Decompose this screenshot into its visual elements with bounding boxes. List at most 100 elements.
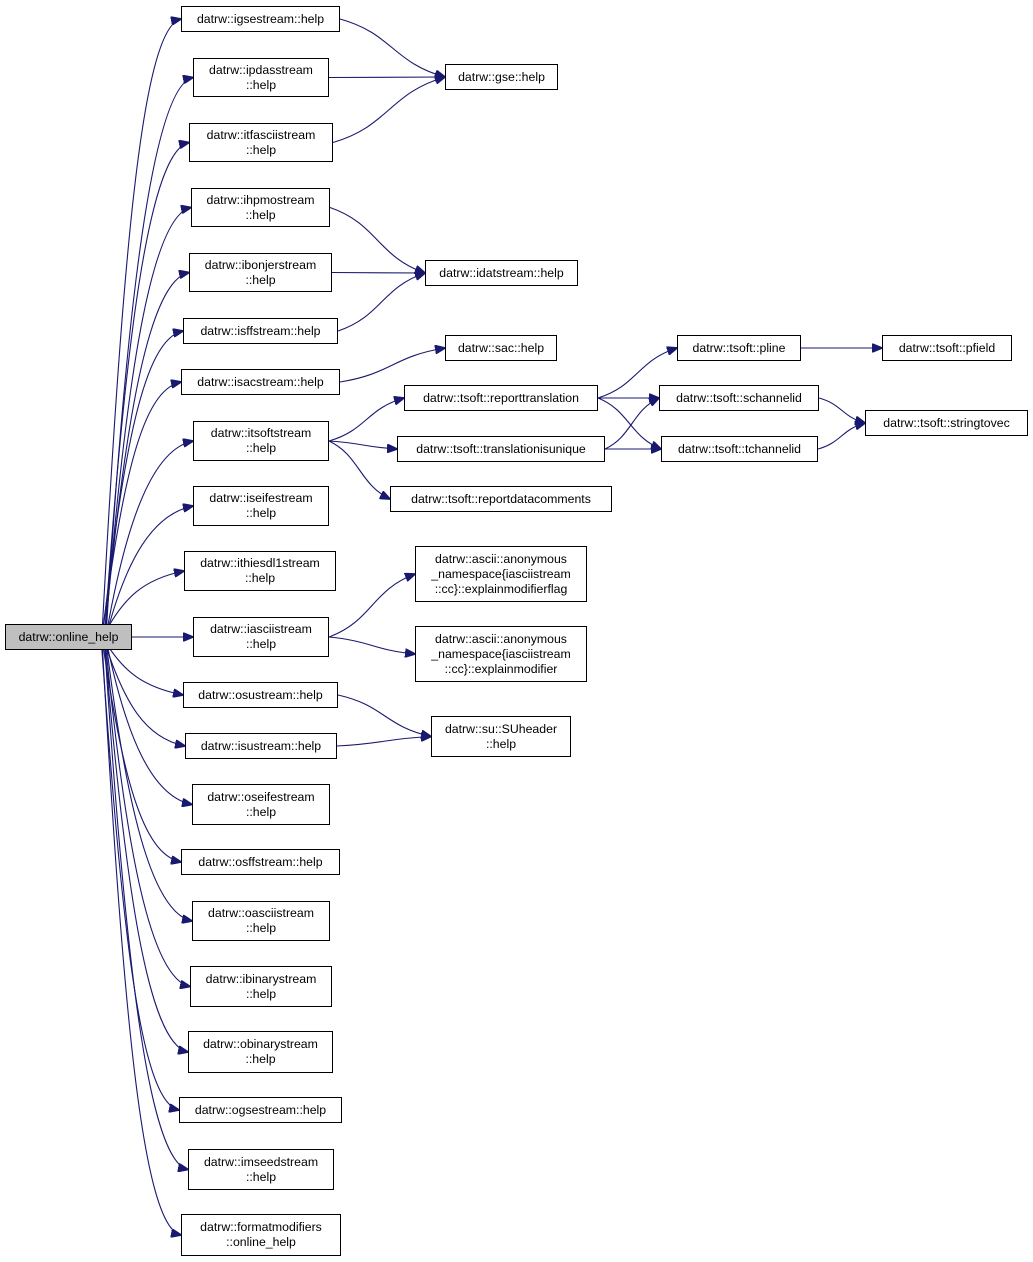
edge-isffstream-to-idatstream bbox=[337, 273, 425, 332]
node-obinarystream[interactable]: datrw::obinarystream::help bbox=[188, 1031, 333, 1073]
node-ibinarystream[interactable]: datrw::ibinarystream::help bbox=[190, 966, 332, 1007]
edge-online_help-to-formatmodifiers bbox=[101, 646, 181, 1235]
node-gse[interactable]: datrw::gse::help bbox=[445, 64, 558, 90]
edge-igsestream-to-gse bbox=[339, 18, 445, 77]
node-iseifestream[interactable]: datrw::iseifestream::help bbox=[193, 486, 329, 526]
node-label-line: datrw::tsoft::stringtovec bbox=[883, 415, 1010, 430]
node-label-line: datrw::iseifestream bbox=[209, 491, 313, 505]
edge-tchannelid-to-stringtovec bbox=[817, 423, 865, 450]
node-label-line: ::help bbox=[245, 1169, 277, 1184]
node-label-line: ::help bbox=[245, 142, 277, 157]
edge-itsoftstream-to-reporttranslation bbox=[328, 398, 404, 442]
node-sac[interactable]: datrw::sac::help bbox=[445, 335, 557, 361]
node-stringtovec[interactable]: datrw::tsoft::stringtovec bbox=[865, 410, 1028, 436]
edge-isustream-to-suheader bbox=[336, 737, 431, 747]
edge-online_help-to-imseedstream bbox=[104, 646, 188, 1170]
edge-schannelid-to-stringtovec bbox=[818, 397, 865, 423]
node-label-line: datrw::gse::help bbox=[458, 69, 545, 84]
node-label-line: datrw::su::SUheader bbox=[444, 721, 558, 736]
node-label-line: ::help bbox=[245, 272, 276, 287]
node-label-line: datrw::ogsestream::help bbox=[194, 1102, 327, 1117]
node-ogsestream[interactable]: datrw::ogsestream::help bbox=[179, 1097, 342, 1123]
edge-ipdasstream-to-gse bbox=[328, 77, 445, 78]
node-label-line: datrw::iasciistream bbox=[210, 622, 312, 636]
node-label-line: ::cc}::explainmodifier bbox=[444, 661, 558, 676]
node-osustream[interactable]: datrw::osustream::help bbox=[183, 682, 338, 708]
node-label-line: datrw::imseedstream bbox=[203, 1154, 319, 1169]
node-igsestream[interactable]: datrw::igsestream::help bbox=[181, 6, 340, 32]
node-label-line: ::help bbox=[245, 804, 277, 819]
edge-ihpmostream-to-idatstream bbox=[329, 206, 425, 274]
node-label-line: datrw::online_help bbox=[18, 629, 119, 644]
node-label-line: _namespace{iasciistream bbox=[431, 566, 571, 581]
node-imseedstream[interactable]: datrw::imseedstream::help bbox=[188, 1149, 334, 1190]
edge-online_help-to-ihpmostream bbox=[105, 208, 191, 629]
node-iasciistream[interactable]: datrw::iasciistream::help bbox=[193, 617, 329, 657]
node-label-line: ::help bbox=[245, 77, 277, 92]
node-label-line: datrw::osustream::help bbox=[198, 687, 323, 702]
node-online_help: datrw::online_help bbox=[5, 624, 132, 650]
node-itfasciistream[interactable]: datrw::itfasciistream::help bbox=[189, 123, 333, 162]
node-label-line: datrw::ascii::anonymous bbox=[435, 631, 567, 646]
node-label-line: ::help bbox=[245, 921, 277, 935]
node-label-line: ::help bbox=[245, 1052, 276, 1066]
edge-online_help-to-iseifestream bbox=[106, 506, 193, 635]
node-label-line: datrw::sac::help bbox=[457, 340, 545, 355]
node-translationisunique[interactable]: datrw::tsoft::translationisunique bbox=[397, 436, 605, 462]
node-oasciistream[interactable]: datrw::oasciistream::help bbox=[192, 901, 330, 941]
node-oseifestream[interactable]: datrw::oseifestream::help bbox=[192, 784, 330, 825]
node-isustream[interactable]: datrw::isustream::help bbox=[185, 733, 337, 759]
node-ipdasstream[interactable]: datrw::ipdasstream::help bbox=[193, 58, 329, 97]
edge-online_help-to-oseifestream bbox=[105, 640, 192, 804]
node-label-line: ::help bbox=[245, 637, 277, 651]
node-ibonjerstream[interactable]: datrw::ibonjerstream::help bbox=[189, 253, 332, 292]
node-label-line: datrw::formatmodifiers bbox=[200, 1220, 322, 1234]
node-label-line: datrw::osffstream::help bbox=[198, 854, 323, 869]
node-isacstream[interactable]: datrw::isacstream::help bbox=[181, 369, 340, 395]
node-label-line: datrw::oasciistream bbox=[208, 906, 314, 920]
node-label-line: _namespace{iasciistream bbox=[431, 646, 571, 661]
node-explainmodifierflag[interactable]: datrw::ascii::anonymous_namespace{iascii… bbox=[415, 546, 587, 602]
node-suheader[interactable]: datrw::su::SUheader::help bbox=[431, 716, 571, 757]
node-itsoftstream[interactable]: datrw::itsoftstream::help bbox=[193, 421, 329, 461]
edge-online_help-to-isacstream bbox=[101, 382, 181, 632]
node-idatstream[interactable]: datrw::idatstream::help bbox=[425, 260, 578, 286]
edge-online_help-to-igsestream bbox=[101, 19, 181, 628]
node-ihpmostream[interactable]: datrw::ihpmostream::help bbox=[191, 188, 330, 227]
edge-online_help-to-obinarystream bbox=[104, 645, 188, 1052]
node-label-line: datrw::oseifestream bbox=[207, 789, 315, 804]
node-label-line: datrw::ipdasstream bbox=[209, 62, 313, 77]
node-label-line: datrw::tsoft::translationisunique bbox=[416, 441, 586, 456]
node-osffstream[interactable]: datrw::osffstream::help bbox=[181, 849, 340, 875]
node-tchannelid[interactable]: datrw::tsoft::tchannelid bbox=[661, 436, 818, 462]
node-label-line: datrw::isustream::help bbox=[200, 738, 322, 753]
node-reporttranslation[interactable]: datrw::tsoft::reporttranslation bbox=[404, 385, 598, 411]
node-label-line: datrw::obinarystream bbox=[203, 1037, 318, 1051]
node-pline[interactable]: datrw::tsoft::pline bbox=[677, 335, 801, 361]
edge-online_help-to-itfasciistream bbox=[104, 143, 189, 628]
node-formatmodifiers[interactable]: datrw::formatmodifiers::online_help bbox=[181, 1214, 341, 1256]
node-ithiesdl1stream[interactable]: datrw::ithiesdl1stream::help bbox=[184, 551, 336, 591]
edge-reporttranslation-to-tchannelid bbox=[597, 397, 661, 449]
node-label-line: ::help bbox=[244, 571, 276, 585]
edge-itsoftstream-to-translationisunique bbox=[328, 440, 397, 449]
node-label-line: datrw::itfasciistream bbox=[206, 127, 316, 142]
node-label-line: datrw::idatstream::help bbox=[439, 265, 564, 280]
node-explainmodifier[interactable]: datrw::ascii::anonymous_namespace{iascii… bbox=[415, 626, 587, 682]
node-label-line: datrw::ibinarystream bbox=[205, 971, 317, 986]
node-schannelid[interactable]: datrw::tsoft::schannelid bbox=[659, 385, 819, 411]
node-label-line: datrw::tsoft::reporttranslation bbox=[423, 390, 579, 405]
edge-ibonjerstream-to-idatstream bbox=[331, 273, 425, 274]
node-label-line: ::help bbox=[245, 506, 277, 520]
edge-iasciistream-to-explainmodifierflag bbox=[328, 574, 415, 638]
node-label-line: datrw::tsoft::pfield bbox=[898, 340, 996, 355]
node-label-line: datrw::tsoft::tchannelid bbox=[677, 441, 802, 456]
node-isffstream[interactable]: datrw::isffstream::help bbox=[183, 318, 338, 344]
edge-online_help-to-isffstream bbox=[102, 331, 183, 631]
edge-translationisunique-to-schannelid bbox=[604, 398, 659, 450]
node-pfield[interactable]: datrw::tsoft::pfield bbox=[882, 335, 1012, 361]
node-label-line: ::cc}::explainmodifierflag bbox=[434, 581, 568, 596]
node-reportdatacomments[interactable]: datrw::tsoft::reportdatacomments bbox=[390, 486, 612, 512]
edge-itsoftstream-to-reportdatacomments bbox=[328, 440, 390, 499]
